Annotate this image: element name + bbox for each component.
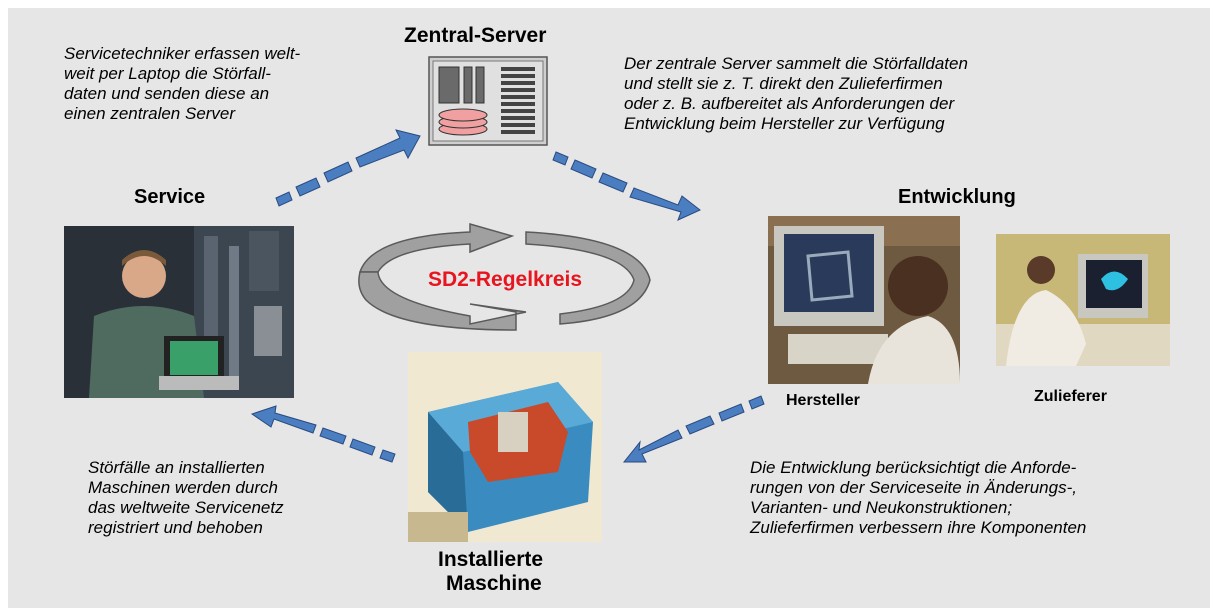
service-technician-photo xyxy=(64,226,294,398)
arrow-service-to-server xyxy=(275,129,421,207)
manufacturer-photo xyxy=(768,216,960,384)
machine-label-line2: Maschine xyxy=(446,572,542,595)
supplier-label: Zulieferer xyxy=(1034,388,1107,405)
development-label: Entwicklung xyxy=(898,186,1016,208)
cycle-arrows xyxy=(358,223,651,331)
cycle-label: SD2-Regelkreis xyxy=(428,268,583,291)
machine-photo xyxy=(408,352,602,542)
note-server-to-development: Der zentrale Server sammelt die Störfall… xyxy=(624,54,968,133)
arrow-server-to-development xyxy=(552,151,701,221)
note-development-to-machine: Die Entwicklung berücksichtigt die Anfor… xyxy=(750,458,1087,537)
service-label: Service xyxy=(134,186,206,208)
note-service-to-server: Servicetechniker erfassen welt- weit per… xyxy=(64,44,301,123)
machine-label-line1: Installierte xyxy=(438,548,544,571)
note-machine-to-service: Störfälle an installierten Maschinen wer… xyxy=(88,458,284,537)
server-label: Zentral-Server xyxy=(404,24,547,47)
arrow-machine-to-service xyxy=(250,405,396,463)
arrow-development-to-machine xyxy=(622,395,765,463)
supplier-photo xyxy=(996,234,1170,366)
manufacturer-label: Hersteller xyxy=(786,392,860,409)
